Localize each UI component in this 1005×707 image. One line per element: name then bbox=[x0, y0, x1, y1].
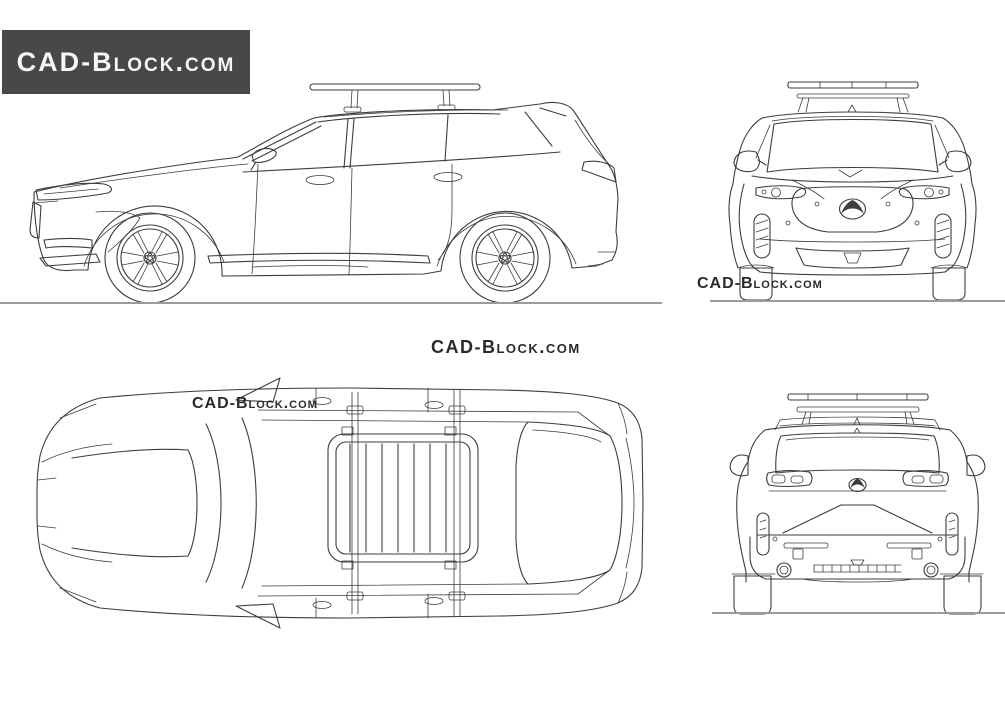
ground-line-front-view bbox=[710, 300, 1005, 302]
logo-text: CAD-Block.com bbox=[16, 46, 236, 77]
side-glass-and-pillars bbox=[59, 107, 610, 189]
rear-wheel bbox=[459, 212, 551, 304]
rear-tires bbox=[731, 573, 984, 615]
side-mirror bbox=[250, 147, 277, 171]
roof-rack-crossbars bbox=[346, 389, 466, 617]
top-body-outline bbox=[36, 387, 644, 619]
front-bumper bbox=[738, 183, 967, 276]
front-wheel bbox=[104, 212, 196, 304]
watermark-top-view: CAD-Block.com bbox=[192, 395, 318, 412]
ground-line-side-view bbox=[0, 302, 662, 304]
rear-view-drawing bbox=[729, 393, 986, 615]
rear-window bbox=[775, 427, 940, 474]
side-view-drawing bbox=[29, 83, 619, 304]
top-hood-creases bbox=[71, 448, 198, 558]
top-view-drawing bbox=[36, 377, 644, 629]
front-grille bbox=[791, 186, 914, 233]
door-handle bbox=[433, 172, 463, 182]
rear-roof-and-sides bbox=[736, 416, 979, 583]
watermark-front-view: CAD-Block.com bbox=[697, 275, 823, 292]
mazda-logo-icon bbox=[838, 198, 867, 220]
side-body-outline bbox=[33, 101, 619, 277]
top-rear-window bbox=[515, 411, 623, 595]
top-mirrors bbox=[235, 377, 281, 629]
top-rear-hatch-lines bbox=[617, 402, 635, 604]
side-rocker-moulding bbox=[207, 252, 431, 268]
rear-taillights bbox=[766, 470, 949, 488]
watermark-center: CAD-Block.com bbox=[431, 337, 581, 357]
roof-basket bbox=[327, 426, 479, 570]
rear-tailgate bbox=[768, 490, 947, 534]
rear-mirrors bbox=[729, 454, 986, 477]
front-mirrors bbox=[733, 150, 972, 173]
rear-bumper bbox=[749, 512, 966, 583]
top-roof-rails bbox=[257, 409, 579, 597]
door-handle bbox=[305, 175, 335, 185]
top-door-handles bbox=[312, 387, 444, 619]
front-hood bbox=[751, 175, 954, 200]
cad-block-logo-badge: CAD-Block.com bbox=[2, 30, 250, 94]
side-front-details bbox=[29, 182, 141, 267]
roof-rack-front bbox=[787, 81, 919, 113]
side-taillight bbox=[581, 160, 617, 267]
mazda-logo-icon bbox=[848, 477, 867, 493]
front-windshield bbox=[766, 118, 939, 178]
ground-line-rear-view bbox=[712, 612, 1005, 614]
front-roof-and-pillars bbox=[728, 111, 977, 269]
front-view-drawing bbox=[728, 81, 977, 301]
side-door-seams bbox=[251, 163, 463, 276]
roof-rack-side bbox=[309, 83, 509, 118]
top-windshield bbox=[205, 417, 257, 589]
front-headlights bbox=[755, 185, 950, 200]
roof-rack-rear bbox=[787, 393, 929, 426]
